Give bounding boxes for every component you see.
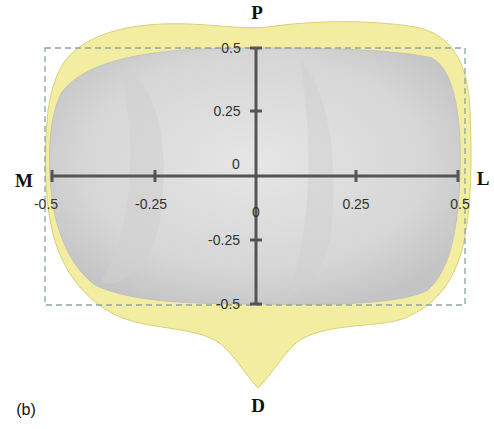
direction-label: M	[15, 171, 33, 190]
direction-label: D	[251, 396, 265, 415]
articular-surface	[50, 48, 461, 304]
axis-tick-label: 0.25	[213, 104, 240, 118]
axis-tick-label: -0.25	[135, 197, 167, 211]
axis-tick-label: 0.25	[342, 197, 369, 211]
axis-tick-label: 0.5	[450, 197, 469, 211]
bone-outline	[45, 22, 471, 388]
axis-tick-label: 0	[232, 157, 240, 171]
axis-tick-label: -0.5	[34, 197, 58, 211]
direction-label: P	[251, 3, 263, 22]
axis-tick-label: -0.25	[208, 233, 240, 247]
bounding-box	[45, 48, 465, 305]
axes	[52, 48, 458, 304]
direction-label: L	[477, 169, 490, 188]
panel-label: (b)	[16, 402, 36, 418]
axis-tick-label: 0.5	[221, 41, 240, 55]
surface-shade	[285, 60, 334, 300]
axis-tick-label: -0.5	[216, 297, 240, 311]
axis-tick-label: 0	[252, 205, 260, 219]
